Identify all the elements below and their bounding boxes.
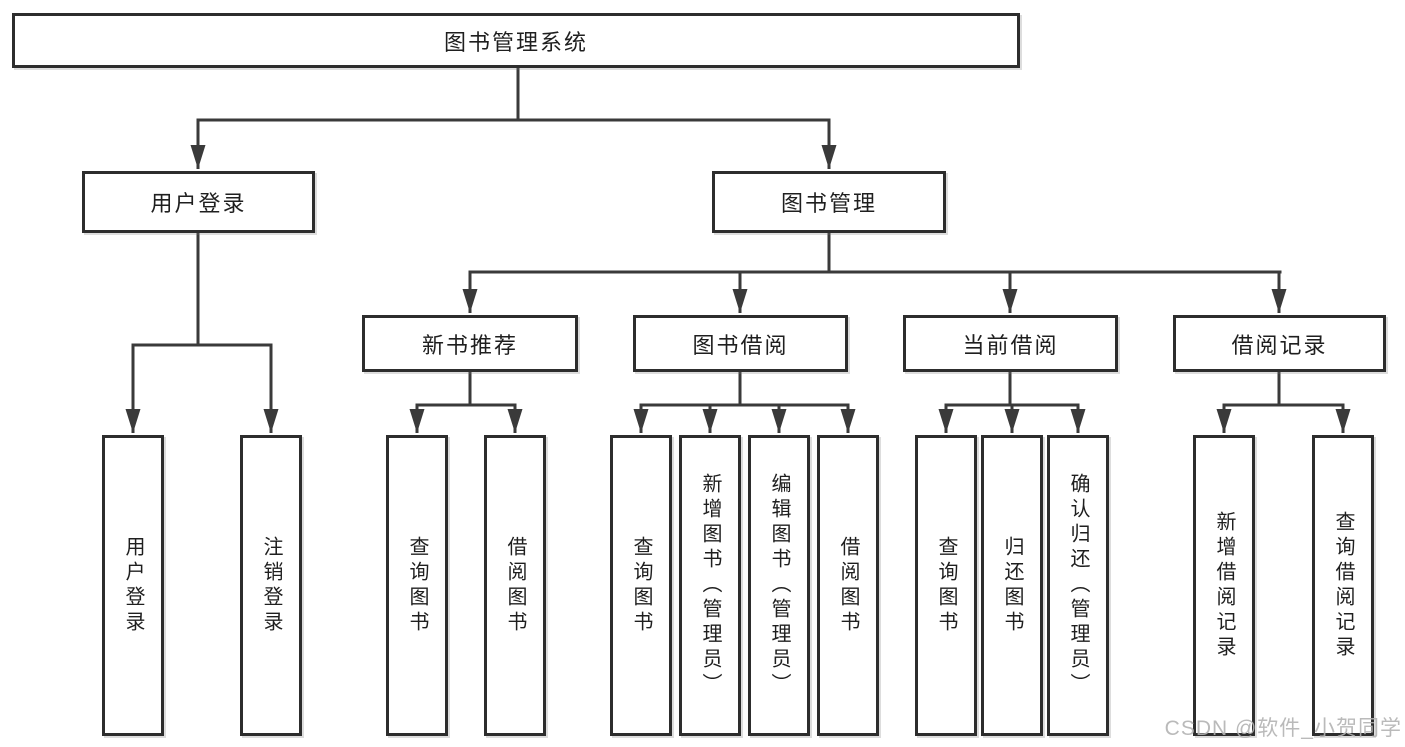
section-current-borrow: 当前借阅	[903, 315, 1118, 372]
root-node: 图书管理系统	[12, 13, 1020, 68]
leaf-label: 借阅图书	[837, 535, 859, 636]
leaf-add-book-admin: 新增图书（管理员）	[679, 435, 741, 736]
csdn-watermark: CSDN @软件_小贺同学	[1164, 717, 1402, 740]
leaf-logout: 注销登录	[240, 435, 302, 736]
leaf-label: 新增借阅记录	[1213, 510, 1235, 661]
branch-book-management: 图书管理	[712, 171, 946, 233]
leaf-borrow-book-2: 借阅图书	[817, 435, 879, 736]
leaf-edit-book-admin: 编辑图书（管理员）	[748, 435, 810, 736]
section-new-book-recommend: 新书推荐	[362, 315, 578, 372]
leaf-label: 确认归还（管理员）	[1067, 473, 1089, 698]
leaf-borrow-book-1: 借阅图书	[484, 435, 546, 736]
section-book-borrow: 图书借阅	[633, 315, 848, 372]
leaf-query-book-3: 查询图书	[915, 435, 977, 736]
leaf-label: 查询图书	[406, 535, 428, 636]
leaf-user-login: 用户登录	[102, 435, 164, 736]
connector-skeleton	[131, 66, 1345, 407]
leaf-query-book-2: 查询图书	[610, 435, 672, 736]
leaf-label: 注销登录	[260, 535, 282, 636]
leaf-label: 编辑图书（管理员）	[768, 473, 790, 698]
leaf-confirm-return-admin: 确认归还（管理员）	[1047, 435, 1109, 736]
leaf-label: 用户登录	[122, 535, 144, 636]
leaf-return-book: 归还图书	[981, 435, 1043, 736]
section-borrow-record: 借阅记录	[1173, 315, 1386, 372]
leaf-label: 查询借阅记录	[1332, 510, 1354, 661]
leaf-label: 查询图书	[935, 535, 957, 636]
leaf-label: 查询图书	[630, 535, 652, 636]
leaf-label: 归还图书	[1001, 535, 1023, 636]
leaf-add-borrow-record: 新增借阅记录	[1193, 435, 1255, 736]
leaf-label: 借阅图书	[504, 535, 526, 636]
leaf-query-borrow-record: 查询借阅记录	[1312, 435, 1374, 736]
leaf-query-book-1: 查询图书	[386, 435, 448, 736]
branch-user-login: 用户登录	[82, 171, 315, 233]
leaf-label: 新增图书（管理员）	[699, 473, 721, 698]
